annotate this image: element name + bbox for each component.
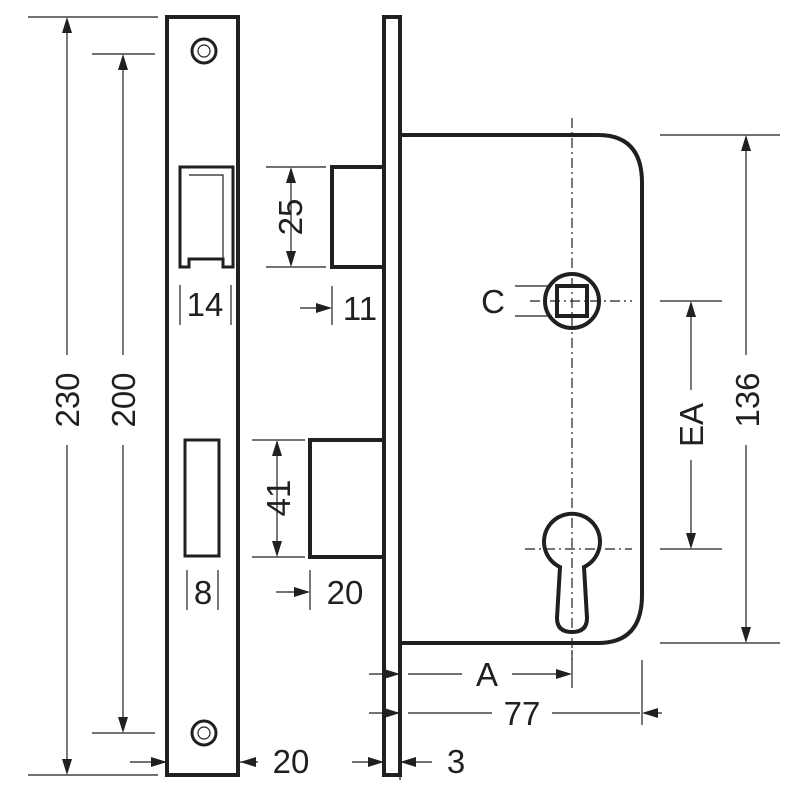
label-25: 25 bbox=[272, 199, 309, 236]
dimension-200: 200 bbox=[92, 53, 155, 734]
faceplate-outline bbox=[165, 15, 240, 777]
label-c: C bbox=[481, 283, 505, 320]
label-20-bolt: 20 bbox=[327, 574, 364, 611]
label-136: 136 bbox=[729, 372, 766, 427]
dead-bolt bbox=[308, 438, 384, 559]
dimension-41: 41 bbox=[252, 439, 305, 558]
latch-opening-inner bbox=[189, 174, 224, 259]
dimension-20-faceplate: 20 bbox=[130, 743, 309, 780]
label-3: 3 bbox=[447, 743, 465, 780]
latch-opening bbox=[178, 165, 235, 269]
latch-bolt bbox=[330, 165, 384, 269]
faceplate-front-view bbox=[165, 15, 240, 777]
dimension-11: 11 bbox=[300, 286, 377, 327]
lock-case-outline bbox=[400, 133, 644, 645]
faceplate-side bbox=[382, 15, 402, 777]
dimension-230: 230 bbox=[28, 16, 158, 776]
label-20-faceplate: 20 bbox=[273, 743, 310, 780]
dimension-a: A bbox=[369, 650, 573, 780]
dimension-20-bolt: 20 bbox=[276, 570, 363, 611]
cylinder-keyhole bbox=[542, 511, 602, 635]
label-41: 41 bbox=[260, 480, 297, 517]
dimension-77: 77 bbox=[369, 660, 662, 732]
label-11: 11 bbox=[343, 290, 377, 327]
dimension-136: 136 bbox=[660, 134, 780, 644]
label-200: 200 bbox=[105, 372, 142, 427]
dimension-14: 14 bbox=[179, 285, 232, 325]
dimension-25: 25 bbox=[266, 166, 326, 268]
dimension-8: 8 bbox=[186, 570, 219, 611]
label-14: 14 bbox=[187, 286, 224, 323]
bolt-opening bbox=[183, 438, 221, 558]
dimension-c: C bbox=[481, 283, 552, 320]
label-230: 230 bbox=[49, 372, 86, 427]
label-ea: EA bbox=[673, 403, 710, 447]
bottom-screw-hole bbox=[190, 719, 218, 747]
label-8: 8 bbox=[194, 574, 212, 611]
dimension-3: 3 bbox=[352, 743, 465, 780]
lock-side-view bbox=[308, 15, 644, 777]
dimension-ea: EA bbox=[660, 300, 722, 550]
label-77: 77 bbox=[504, 695, 541, 732]
label-a: A bbox=[476, 656, 498, 693]
top-screw-hole bbox=[190, 37, 218, 65]
